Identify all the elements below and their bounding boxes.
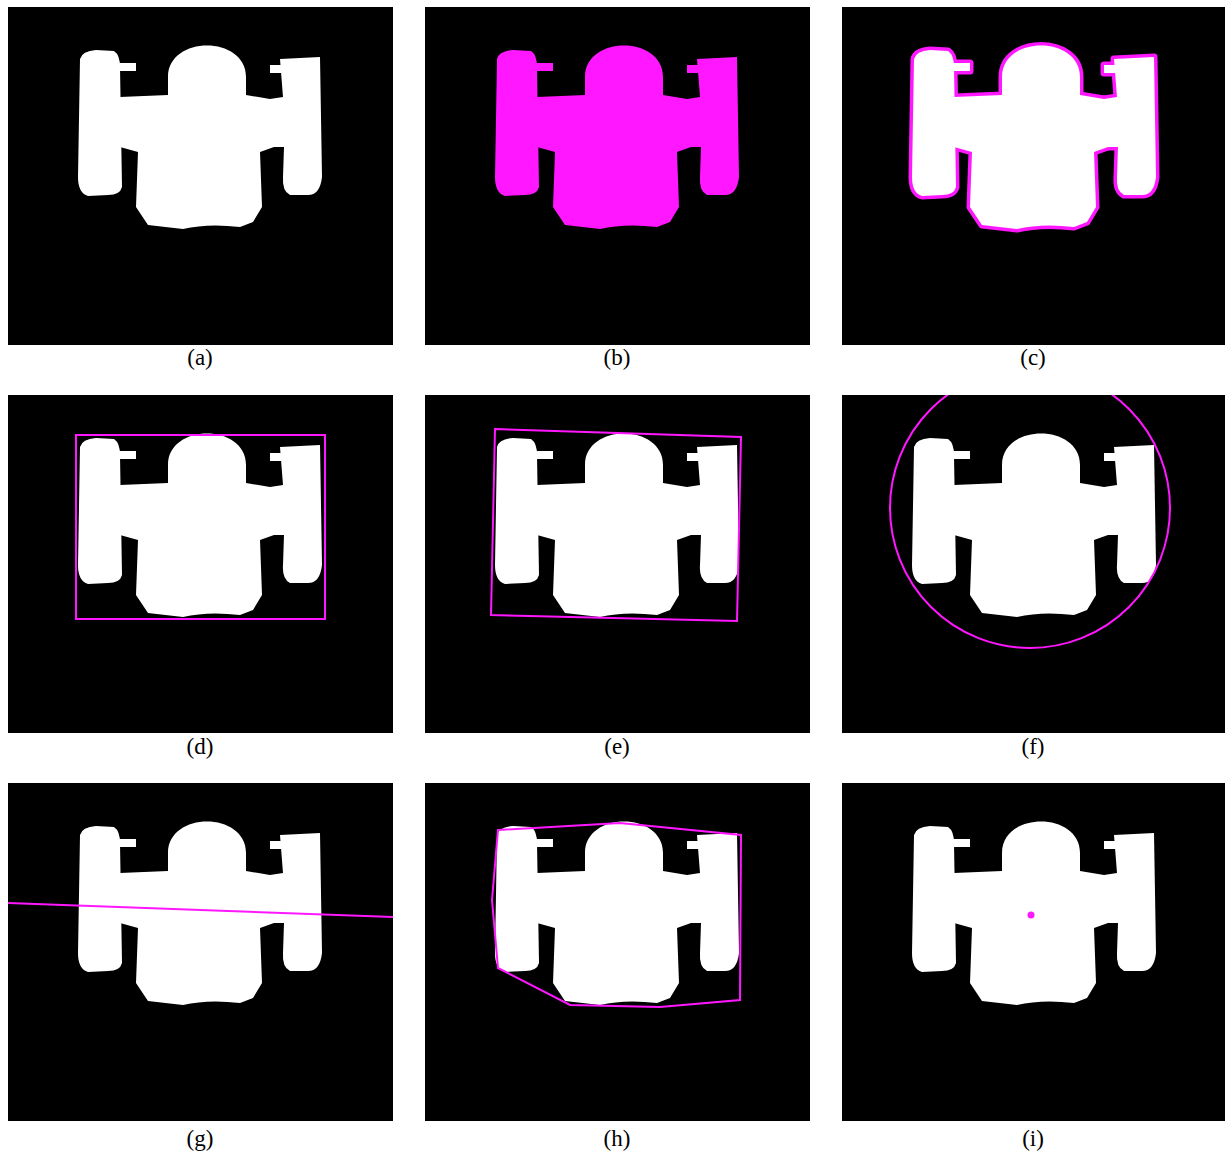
panel-label: (c)	[1020, 345, 1046, 371]
panel-label: (a)	[187, 345, 213, 371]
panel-c	[842, 7, 1225, 345]
panel-f	[842, 368, 1225, 733]
panel-label: (d)	[187, 734, 214, 760]
panel-label: (f)	[1022, 734, 1045, 760]
panel-a	[8, 7, 393, 345]
panel-g	[8, 783, 393, 1121]
panel-d	[8, 395, 393, 733]
panel-e	[425, 395, 810, 733]
panel-b	[425, 7, 810, 345]
panel-label: (g)	[187, 1126, 214, 1152]
panel-label: (h)	[604, 1126, 631, 1152]
panel-label: (e)	[604, 734, 630, 760]
panel-label: (i)	[1022, 1126, 1044, 1152]
panel-label: (b)	[604, 345, 631, 371]
panel-i	[842, 783, 1225, 1121]
panel-h	[425, 783, 810, 1121]
